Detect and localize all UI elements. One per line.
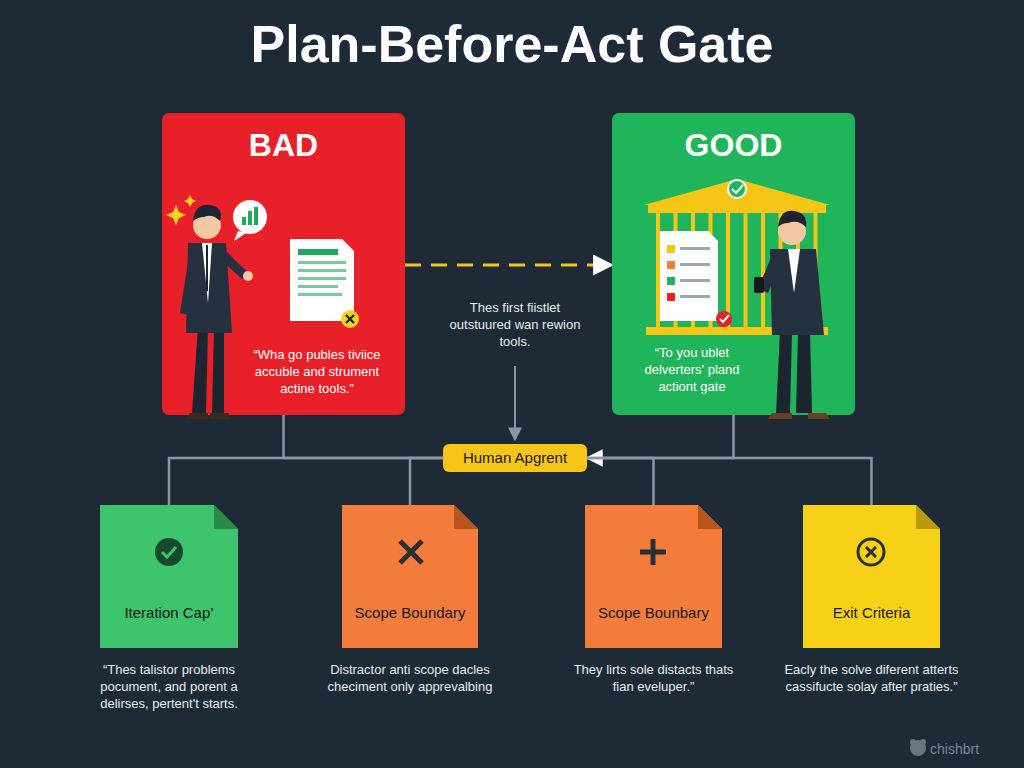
watermark: chishbrt: [930, 740, 1020, 758]
card-description: Eacly the solve diferent atterts cassifu…: [784, 662, 960, 696]
card-description: “Thes talistor problems pocument, and po…: [81, 662, 257, 713]
card-description: They lirts sole distacts thats fian evel…: [566, 662, 742, 696]
card-description: Distractor anti scope dacles checiment o…: [322, 662, 498, 696]
cross-circle-icon: [803, 505, 940, 648]
scope-card: Scope BoundaryDistractor anti scope dacl…: [342, 505, 478, 648]
connector-line: [169, 458, 443, 505]
diagram-title: Plan-Before-Act Gate: [0, 14, 1024, 74]
person-figure: [754, 211, 830, 419]
card-fill: [803, 505, 940, 648]
card-shape: [585, 505, 722, 648]
card-fold: [916, 505, 940, 529]
document-icon: [290, 239, 359, 328]
gate-label: Human Apgrent: [443, 448, 587, 468]
connector-line: [587, 458, 872, 505]
card-title: Scope Boundary: [346, 603, 474, 623]
panel-quote: “To you ublet delverters' pland actiont …: [626, 345, 758, 396]
panel-heading: GOOD: [612, 127, 855, 164]
card-title: Iteration Cap’: [104, 603, 234, 623]
leader-arrow: [514, 366, 516, 440]
center-note: Thes first fiistlet outstuured wan rewio…: [440, 300, 590, 351]
good-panel: GOOD “To you ublet delverters' pland acti…: [612, 113, 855, 415]
watermark-icon: [910, 739, 926, 756]
panel-quote: “Wha go publes tiviice accuble and strum…: [238, 347, 396, 398]
connector-line: [284, 415, 444, 458]
card-title: Exit Criteria: [807, 603, 936, 623]
flow-arrow: [405, 264, 612, 267]
card-fold: [698, 505, 722, 529]
panel-heading: BAD: [162, 127, 405, 164]
card-fill: [342, 505, 478, 648]
scope-card: Scope BounbaryThey lirts sole distacts t…: [585, 505, 722, 648]
check-icon: [100, 505, 238, 648]
exit-card: Exit CriteriaEacly the solve diferent at…: [803, 505, 940, 648]
card-shape: [342, 505, 478, 648]
bad-panel: BAD “Wha go publes tiviice accuble and st…: [162, 113, 405, 415]
checklist-document: [660, 231, 732, 327]
card-fold: [214, 505, 238, 529]
card-fold: [454, 505, 478, 529]
gate-building: [644, 179, 830, 335]
person-figure: [180, 205, 253, 419]
plus-icon: [585, 505, 722, 648]
card-title: Scope Bounbary: [589, 603, 718, 623]
iteration-card: Iteration Cap’“Thes talistor problems po…: [100, 505, 238, 648]
gate-pill: Human Apgrent: [443, 444, 587, 472]
card-shape: [100, 505, 238, 648]
cross-icon: [342, 505, 478, 648]
card-shape: [803, 505, 940, 648]
card-fill: [585, 505, 722, 648]
connector-line: [587, 415, 734, 458]
chart-bubble: [233, 200, 267, 241]
sparkle: [166, 195, 196, 225]
connector-line: [587, 458, 654, 505]
card-fill: [100, 505, 238, 648]
connector-line: [410, 458, 443, 505]
